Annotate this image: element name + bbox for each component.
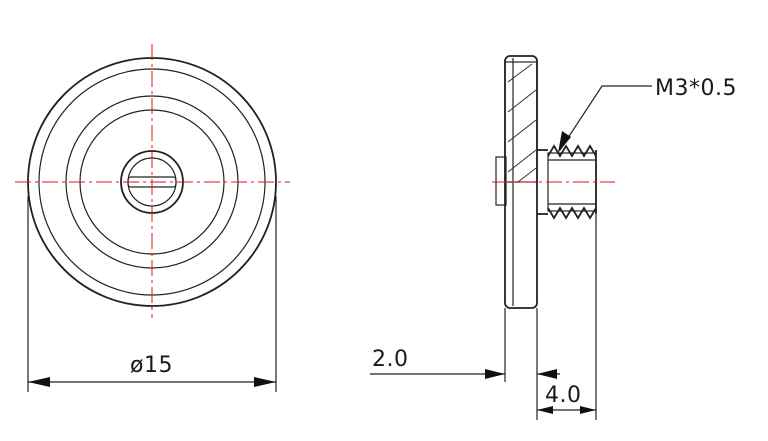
hatch-line-4 (507, 149, 537, 173)
thickness-dimension: 2.0 (370, 308, 560, 420)
hatch-line-2 (507, 89, 537, 113)
diameter-dimension: ø15 (27, 196, 277, 392)
hatch-line-5 (517, 167, 537, 183)
head-section (504, 61, 538, 183)
diameter-arrow-right (254, 377, 276, 387)
hatch-line-1 (507, 63, 533, 83)
hatch-line-3 (507, 119, 537, 143)
thread-length-arrow-left (537, 406, 553, 414)
diameter-label: ø15 (130, 353, 173, 378)
thickness-label: 2.0 (372, 347, 409, 372)
thickness-arrow-left (485, 369, 505, 379)
thickness-arrow-right (537, 369, 557, 379)
thread-length-label: 4.0 (545, 383, 582, 408)
thread-spec-label: M3*0.5 (655, 76, 737, 101)
front-view (15, 44, 290, 318)
side-view (492, 55, 615, 309)
thread-profile-bottom (547, 206, 597, 220)
thread-profile-top (547, 144, 597, 158)
boss-step (495, 156, 507, 206)
thread-callout: M3*0.5 (558, 76, 737, 153)
thread-length-arrow-right (580, 406, 596, 414)
thread-leader-line (559, 85, 652, 151)
diameter-arrow-left (28, 377, 50, 387)
thread-leader-arrow (558, 131, 571, 153)
thread-length-dimension: 4.0 (537, 214, 597, 420)
